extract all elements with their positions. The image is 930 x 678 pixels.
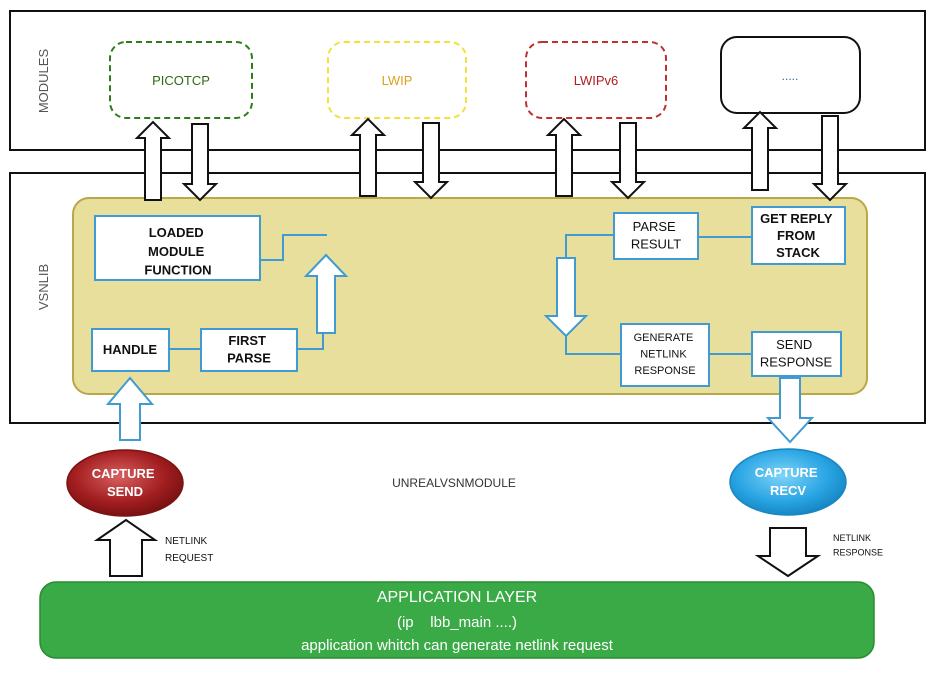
loaded-line-3: FUNCTION: [144, 263, 211, 278]
svg-text:NETLINK RESPONSE: NETLINK RESPONSE: [833, 533, 883, 557]
svg-text:GENERATE NETLINK R: GENERATE NETLINK RESPONSE: [634, 332, 697, 377]
capture-send-node: CAPTURE SEND: [66, 449, 184, 517]
flow-connectors: [169, 234, 752, 355]
parse-result-box: PARSE RESULT: [613, 212, 699, 260]
get-reply-box: GET REPLY FROM STACK: [751, 206, 846, 265]
first-parse-up-arrow: [303, 253, 349, 334]
svg-text:CAPTURE RECV: CAPTURE RECV: [755, 465, 821, 498]
module-picotcp: PICOTCP: [109, 41, 253, 119]
netlink-request-line-2: REQUEST: [165, 553, 213, 564]
get-reply-line-1: GET REPLY: [760, 211, 833, 226]
svg-text:NETLINK REQUEST: NETLINK REQUEST: [165, 536, 213, 564]
send-response-line-1: SEND: [776, 337, 812, 352]
vsnlib-section-label: VSNLIB: [36, 264, 51, 310]
application-line-3: application whitch can generate netlink …: [301, 637, 614, 654]
send-response-box: SEND RESPONSE: [751, 331, 842, 377]
up-arrow-lwip: [349, 117, 387, 197]
down-arrow-lwip: [412, 122, 450, 200]
send-response-line-2: RESPONSE: [760, 355, 833, 370]
send-response-down-arrow: [765, 377, 815, 444]
svg-text:GET REPLY FROM STA: GET REPLY FROM STACK: [760, 211, 836, 260]
netlink-request-line-1: NETLINK: [165, 536, 208, 547]
svg-text:SEND RESPONSE: SEND RESPONSE: [760, 337, 833, 370]
module-lwip: LWIP: [327, 41, 467, 119]
loaded-module-function-box: LOADED MODULE FUNCTION: [94, 215, 261, 281]
get-reply-line-3: STACK: [776, 245, 820, 260]
application-line-2: (ip lbb_main ....): [397, 614, 517, 631]
svg-text:CAPTURE SEND: CAPTURE SEND: [92, 466, 158, 499]
netlink-request-arrow: [93, 518, 159, 577]
svg-text:PARSE RESULT: PARSE RESULT: [631, 219, 681, 252]
down-arrow-picotcp: [181, 123, 219, 202]
handle-box: HANDLE: [91, 328, 170, 372]
parse-result-line-2: RESULT: [631, 237, 681, 252]
module-more: .....: [720, 36, 861, 114]
parse-result-line-1: PARSE: [633, 219, 676, 234]
get-reply-line-2: FROM: [777, 228, 815, 243]
flow-arrows: [105, 253, 815, 444]
generate-line-1: GENERATE: [634, 332, 694, 344]
module-picotcp-label: PICOTCP: [152, 73, 210, 88]
module-more-label: .....: [782, 69, 799, 83]
up-arrow-more: [741, 110, 779, 191]
parse-result-down-arrow: [543, 257, 589, 338]
netlink-arrows: [93, 518, 822, 578]
capture-recv-line-2: RECV: [770, 483, 806, 498]
loaded-line-1: LOADED: [149, 225, 204, 240]
unrealvsnmodule-label: UNREALVSNMODULE: [392, 476, 516, 490]
up-arrow-lwipv6: [545, 117, 583, 197]
netlink-response-line-2: RESPONSE: [833, 547, 883, 557]
generate-netlink-response-box: GENERATE NETLINK RESPONSE: [620, 323, 710, 387]
netlink-response-line-1: NETLINK: [833, 533, 871, 543]
svg-text:FIRST PARSE: FIRST PARSE: [227, 333, 271, 366]
capture-recv-line-1: CAPTURE: [755, 465, 818, 480]
down-arrow-more: [811, 115, 849, 202]
generate-line-2: NETLINK: [640, 349, 687, 361]
first-parse-line-2: PARSE: [227, 351, 271, 366]
down-arrow-lwipv6: [609, 122, 647, 200]
up-arrow-picotcp: [134, 120, 172, 201]
netlink-response-arrow: [754, 527, 822, 578]
loaded-line-2: MODULE: [148, 244, 205, 259]
application-title: APPLICATION LAYER: [377, 589, 537, 606]
module-lwipv6: LWIPv6: [525, 41, 667, 119]
generate-line-3: RESPONSE: [634, 365, 695, 377]
first-parse-line-1: FIRST: [228, 333, 266, 348]
modules-section-label: MODULES: [36, 49, 51, 114]
capture-send-line-1: CAPTURE: [92, 466, 155, 481]
module-arrows: [134, 110, 849, 202]
svg-text:LOADED MODULE FUNC: LOADED MODULE FUNCTION: [144, 225, 211, 278]
first-parse-box: FIRST PARSE: [200, 328, 298, 372]
capture-send-line-2: SEND: [107, 484, 143, 499]
module-lwipv6-label: LWIPv6: [574, 73, 619, 88]
capture-send-up-arrow: [105, 376, 155, 441]
handle-label: HANDLE: [103, 342, 157, 357]
application-layer: APPLICATION LAYER (ip lbb_main ....) app…: [39, 581, 875, 659]
capture-recv-node: CAPTURE RECV: [729, 448, 847, 516]
module-lwip-label: LWIP: [382, 73, 413, 88]
